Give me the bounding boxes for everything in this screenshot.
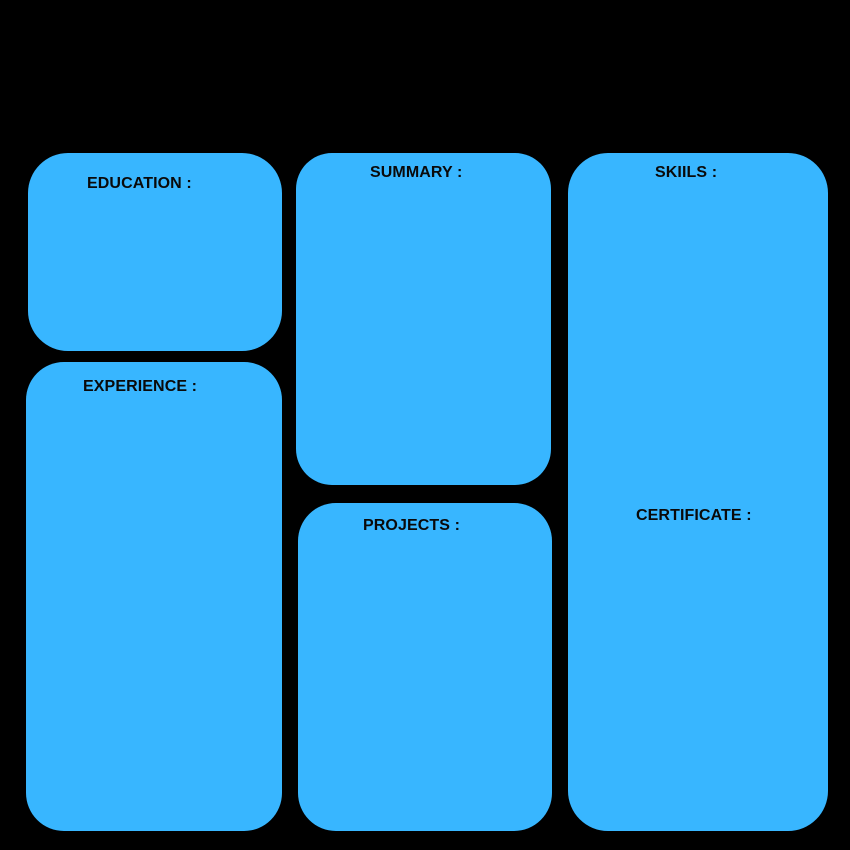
summary-heading: SUMMARY : — [370, 164, 463, 181]
projects-panel: PROJECTS : — [298, 503, 552, 831]
experience-panel: EXPERIENCE : — [26, 362, 282, 831]
skills-heading: SKIILS : — [655, 164, 718, 181]
certificate-heading: CERTIFICATE : — [636, 507, 752, 524]
projects-heading: PROJECTS : — [363, 517, 461, 534]
experience-heading: EXPERIENCE : — [83, 378, 198, 395]
education-heading: EDUCATION : — [87, 175, 192, 192]
education-panel: EDUCATION : — [28, 153, 282, 351]
summary-panel: SUMMARY : — [296, 153, 551, 485]
skills-certificate-panel: SKIILS : CERTIFICATE : — [568, 153, 828, 831]
